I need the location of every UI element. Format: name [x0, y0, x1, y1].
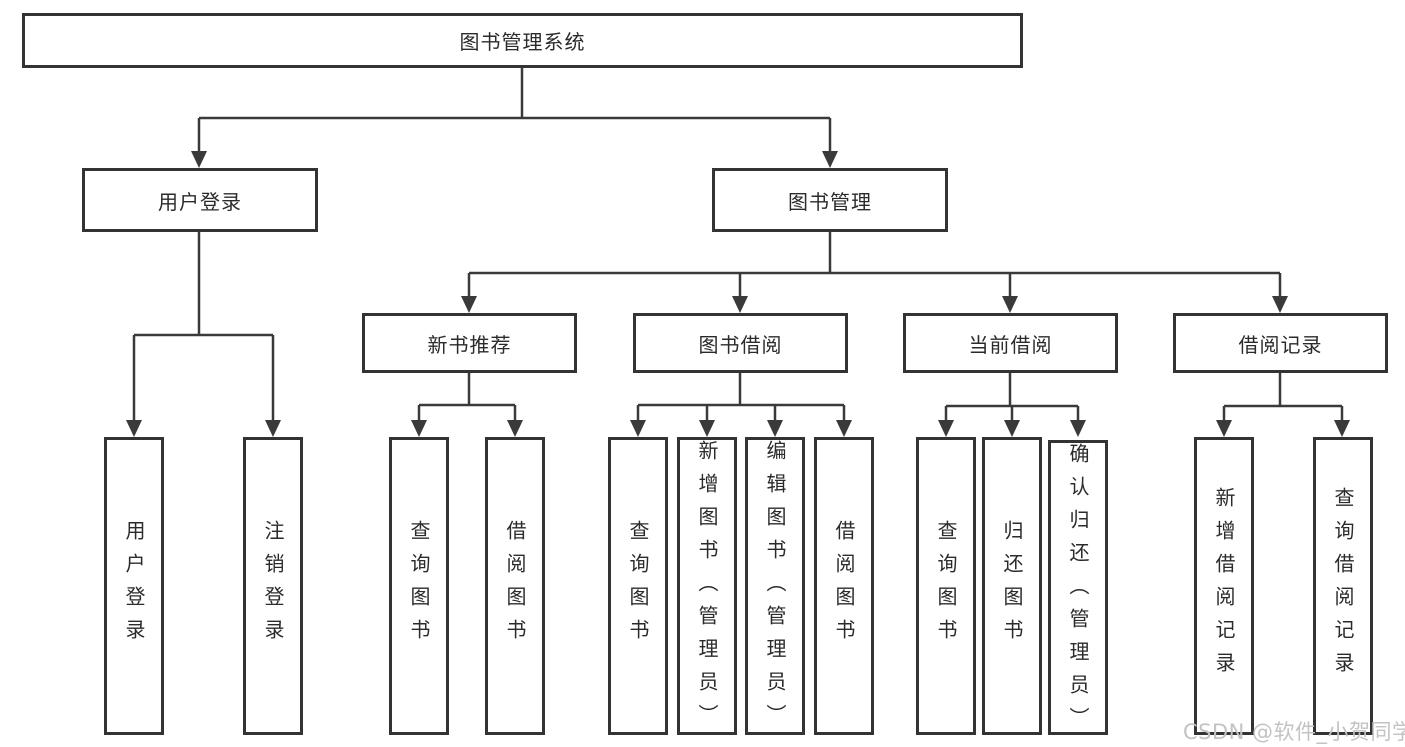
leaf-query-books-current-label: 查询图书 [934, 520, 958, 652]
connector-bookmgmt-to-level3 [467, 232, 1282, 298]
node-book-management: 图书管理 [712, 168, 948, 232]
leaf-confirm-return-admin: 确认归还（管理员） [1048, 440, 1108, 740]
leaf-add-borrow-record: 新增借阅记录 [1194, 437, 1254, 735]
leaf-confirm-return-admin-label: 确认归还（管理员） [1066, 443, 1090, 740]
leaf-query-borrow-record: 查询借阅记录 [1313, 437, 1373, 735]
connector-currentborrow-to-leaves [944, 373, 1080, 422]
node-root: 图书管理系统 [22, 13, 1023, 68]
leaf-borrow-books: 借阅图书 [814, 437, 874, 735]
leaf-logout-login: 注销登录 [243, 437, 303, 735]
leaf-edit-books-admin: 编辑图书（管理员） [745, 437, 805, 737]
leaf-edit-books-admin-label: 编辑图书（管理员） [763, 440, 787, 737]
connector-bookborrow-to-leaves [636, 373, 846, 422]
leaf-return-books: 归还图书 [982, 437, 1042, 735]
leaf-query-books-borrow-label: 查询图书 [626, 520, 650, 652]
arrowheads [126, 151, 1350, 437]
leaf-user-login: 用户登录 [104, 437, 164, 735]
leaf-query-books-current: 查询图书 [916, 437, 976, 735]
node-user-login: 用户登录 [82, 168, 318, 232]
leaf-query-borrow-record-label: 查询借阅记录 [1331, 487, 1355, 685]
leaf-query-books-borrow: 查询图书 [608, 437, 668, 735]
connector-newbook-to-leaves [417, 373, 517, 422]
leaf-borrow-books-label: 借阅图书 [832, 520, 856, 652]
connector-userlogin-to-leaves [132, 232, 275, 422]
node-new-book-recommend: 新书推荐 [362, 313, 577, 373]
leaf-add-books-admin: 新增图书（管理员） [677, 437, 737, 737]
leaf-user-login-label: 用户登录 [122, 520, 146, 652]
node-current-borrow: 当前借阅 [903, 313, 1118, 373]
leaf-add-borrow-record-label: 新增借阅记录 [1212, 487, 1236, 685]
leaf-borrow-books-recommend-label: 借阅图书 [503, 520, 527, 652]
node-book-borrow: 图书借阅 [633, 313, 848, 373]
leaf-query-books-recommend: 查询图书 [389, 437, 449, 735]
leaf-logout-login-label: 注销登录 [261, 520, 285, 652]
node-borrow-records: 借阅记录 [1173, 313, 1388, 373]
leaf-query-books-recommend-label: 查询图书 [407, 520, 431, 652]
leaf-borrow-books-recommend: 借阅图书 [485, 437, 545, 735]
watermark: CSDN @软件_小贺同学 [1183, 720, 1405, 744]
leaf-add-books-admin-label: 新增图书（管理员） [695, 440, 719, 737]
connector-records-to-leaves [1222, 373, 1344, 422]
leaf-return-books-label: 归还图书 [1000, 520, 1024, 652]
connector-root-to-level2 [197, 68, 832, 153]
